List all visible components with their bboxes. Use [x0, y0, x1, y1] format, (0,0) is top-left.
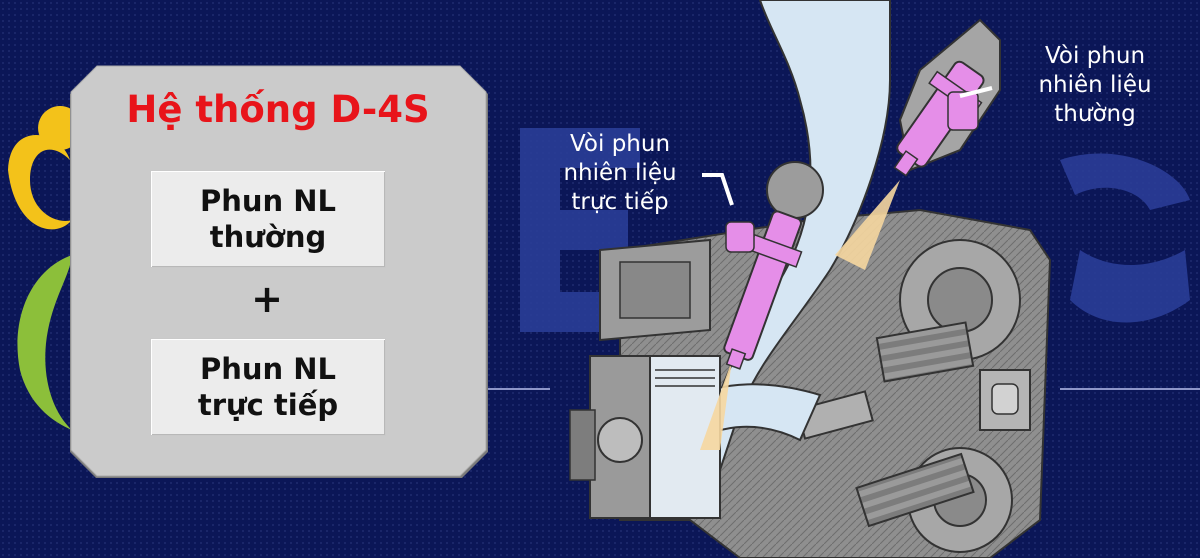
- direct-injector-label: Vòi phun nhiên liệu trực tiếp: [563, 131, 677, 215]
- plus-sign: +: [251, 277, 283, 321]
- port-injection-label: Phun NL thường: [199, 184, 337, 254]
- port-injection-box: Phun NL thường: [150, 170, 386, 268]
- direct-injection-label: Phun NL trực tiếp: [197, 352, 339, 422]
- port-injector-label: Vòi phun nhiên liệu thường: [1038, 43, 1152, 127]
- engine-cross-section: [569, 0, 1052, 558]
- panel-title: Hệ thống D-4S: [126, 88, 430, 131]
- direct-injection-box: Phun NL trực tiếp: [150, 338, 386, 436]
